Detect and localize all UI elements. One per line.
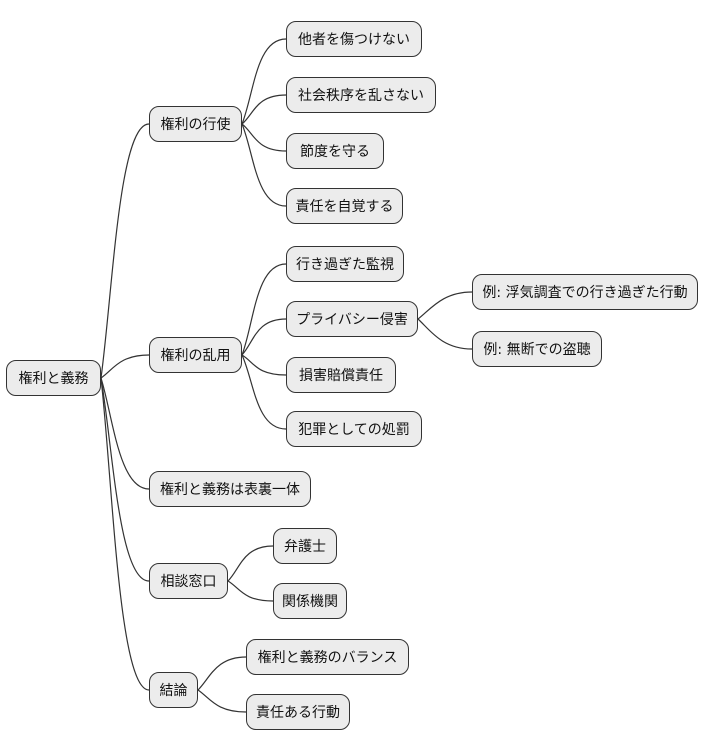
edge-exercise-self-responsibility [241,123,287,207]
node-damages-liability: 損害賠償責任 [286,357,396,393]
node-privacy-violation: プライバシー侵害 [286,301,418,337]
edge-exercise-no-harm [241,38,287,125]
edge-conclusion-balance [197,656,247,691]
node-self-responsibility: 責任を自覚する [286,188,403,224]
edge-abuse-damages [241,354,287,376]
node-criminal-punishment: 犯罪としての処罰 [286,411,422,447]
node-example-wiretapping: 例: 無断での盗聴 [472,331,602,367]
node-moderation: 節度を守る [286,133,384,169]
node-no-social-disorder: 社会秩序を乱さない [286,77,436,113]
edge-root-rights-abuse [100,354,150,379]
node-rights-duties-balance: 権利と義務のバランス [246,639,409,675]
node-conclusion: 結論 [149,672,198,708]
edge-abuse-privacy [241,318,287,356]
edge-conclusion-responsible-action [197,689,247,713]
edge-root-inseparable [100,377,150,490]
node-consultation-desk: 相談窓口 [149,563,228,599]
edge-consultation-lawyer [227,545,274,582]
node-related-organizations: 関係機関 [273,583,347,619]
node-rights-abuse: 権利の乱用 [149,337,242,373]
node-lawyer: 弁護士 [273,528,337,564]
node-excessive-surveillance: 行き過ぎた監視 [286,246,404,282]
edge-abuse-punishment [241,354,287,430]
edge-abuse-surveillance [241,263,287,356]
node-rights-exercise: 権利の行使 [149,106,242,142]
edge-root-consultation [100,377,150,582]
node-responsible-action: 責任ある行動 [246,694,350,730]
node-example-infidelity-check: 例: 浮気調査での行き過ぎた行動 [472,274,698,310]
edge-exercise-moderation [241,123,287,152]
edge-root-conclusion [100,377,150,691]
node-root: 権利と義務 [6,360,101,396]
edge-privacy-example-infidelity [417,291,473,320]
edge-root-rights-exercise [100,123,150,379]
edge-consultation-organizations [227,580,274,602]
edge-privacy-example-wiretapping [417,318,473,350]
node-rights-duties-inseparable: 権利と義務は表裏一体 [149,471,311,507]
edge-exercise-no-disorder [241,94,287,125]
node-no-harm-others: 他者を傷つけない [286,21,422,57]
